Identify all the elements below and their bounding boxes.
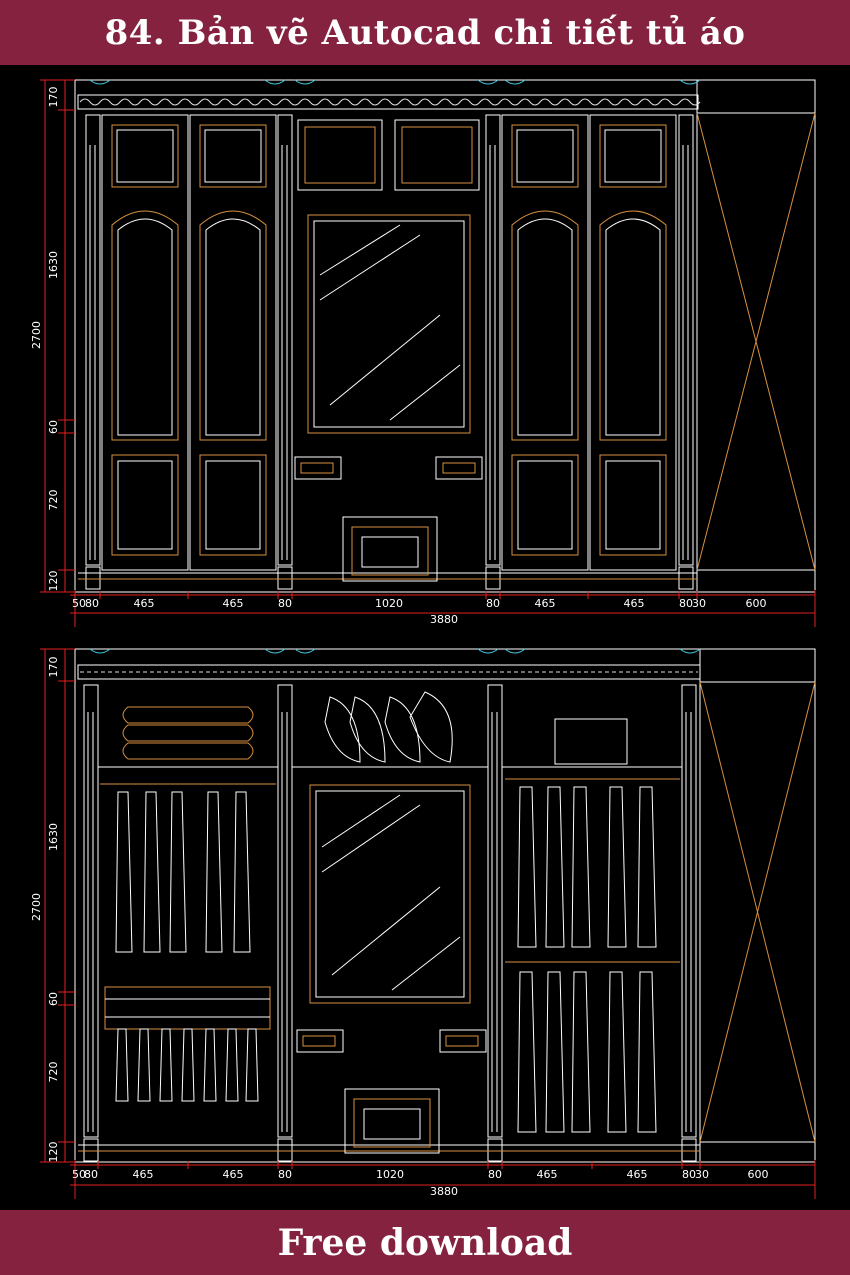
free-download-label[interactable]: Free download	[277, 1221, 573, 1264]
page-title: 84. Bản vẽ Autocad chi tiết tủ áo	[104, 12, 746, 53]
dim-80: 80	[488, 1168, 502, 1181]
dim-120: 120	[47, 1142, 60, 1163]
dim-60: 60	[47, 420, 60, 434]
pilasters-2	[83, 684, 697, 1162]
dim-465: 465	[624, 597, 645, 610]
dim-80: 80	[85, 597, 99, 610]
horizontal-dim-labels-2: 50 80 465 465 80 1020 80 465 465 80 30 6…	[72, 1168, 769, 1198]
dim-80: 80	[278, 1168, 292, 1181]
wardrobe-interior-elevation: 170 1630 2700 60 720 120 50 80 465 465 8…	[0, 637, 850, 1210]
dim-465: 465	[537, 1168, 558, 1181]
horizontal-dim-labels: 50 80 465 465 80 1020 80 465 465 80 30 6…	[72, 597, 767, 626]
dim-30: 30	[692, 597, 706, 610]
dim-720: 720	[47, 490, 60, 511]
download-banner[interactable]: Free download	[0, 1210, 850, 1275]
dim-30: 30	[695, 1168, 709, 1181]
dim-465: 465	[535, 597, 556, 610]
crown-molding-2	[77, 648, 701, 680]
dim-60: 60	[47, 992, 60, 1006]
horizontal-dimensions	[70, 590, 816, 627]
dim-50: 50	[72, 597, 86, 610]
dim-2700: 2700	[30, 893, 43, 921]
dim-80: 80	[682, 1168, 696, 1181]
vertical-dim-labels: 170 1630 2700 60 720 120	[30, 87, 60, 592]
dim-80: 80	[486, 597, 500, 610]
dim-465: 465	[134, 597, 155, 610]
wardrobe-front-elevation: 170 1630 2700 60 720 120 50 80 465 465 8…	[0, 65, 850, 637]
title-banner: 84. Bản vẽ Autocad chi tiết tủ áo	[0, 0, 850, 65]
right-doors	[501, 114, 677, 571]
left-interior	[98, 706, 278, 1102]
dim-600: 600	[748, 1168, 769, 1181]
dim-120: 120	[47, 571, 60, 592]
dim-720: 720	[47, 1062, 60, 1083]
side-section	[696, 112, 816, 571]
crown-molding	[77, 79, 701, 110]
dim-600: 600	[746, 597, 767, 610]
vertical-dimensions	[40, 79, 75, 593]
dim-465: 465	[133, 1168, 154, 1181]
dim-1630: 1630	[47, 251, 60, 279]
dim-465: 465	[223, 1168, 244, 1181]
pilasters	[85, 114, 694, 590]
dim-80: 80	[84, 1168, 98, 1181]
dim-2700: 2700	[30, 321, 43, 349]
dim-465: 465	[627, 1168, 648, 1181]
right-interior	[502, 718, 682, 1133]
dim-total: 3880	[430, 1185, 458, 1198]
center-mirror-section	[294, 119, 483, 582]
dim-170: 170	[47, 657, 60, 678]
dim-1020: 1020	[376, 1168, 404, 1181]
vertical-dim-labels-2: 170 1630 2700 60 720 120	[30, 657, 60, 1163]
dim-80: 80	[679, 597, 693, 610]
dim-1020: 1020	[375, 597, 403, 610]
dim-total: 3880	[430, 613, 458, 626]
center-interior	[292, 691, 488, 1154]
dim-170: 170	[47, 87, 60, 108]
interior-elevation-svg: 170 1630 2700 60 720 120 50 80 465 465 8…	[30, 648, 816, 1199]
dim-1630: 1630	[47, 823, 60, 851]
vertical-dimensions-2	[40, 648, 75, 1163]
side-section-2	[699, 681, 816, 1143]
dim-465: 465	[223, 597, 244, 610]
dim-80: 80	[278, 597, 292, 610]
horizontal-dimensions-2	[70, 1160, 816, 1199]
front-elevation-svg: 170 1630 2700 60 720 120 50 80 465 465 8…	[30, 79, 816, 627]
left-doors	[101, 114, 277, 571]
dim-50: 50	[72, 1168, 86, 1181]
